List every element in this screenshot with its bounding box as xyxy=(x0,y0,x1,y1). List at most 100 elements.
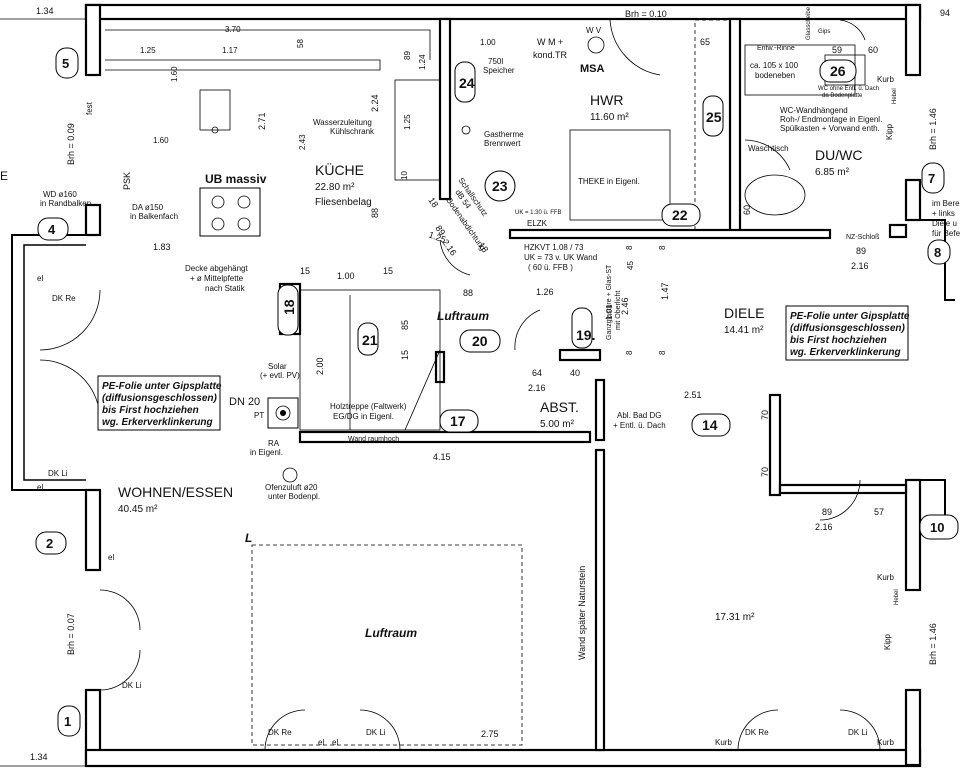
room-floor-kueche: Fliesenbelag xyxy=(315,197,372,208)
svg-text:1.47: 1.47 xyxy=(660,282,670,300)
room-labels: KÜCHE 22.80 m² Fliesenbelag HWR 11.60 m²… xyxy=(118,92,862,640)
svg-text:el: el xyxy=(108,553,114,562)
svg-text:Ofenzuluft ø20: Ofenzuluft ø20 xyxy=(265,483,318,492)
svg-text:18: 18 xyxy=(426,195,440,209)
axis-5: 5 xyxy=(55,47,79,79)
svg-text:fest: fest xyxy=(85,101,94,115)
pe-note-right: PE-Folie unter Gipsplatte (diffusionsges… xyxy=(785,305,910,361)
svg-text:HZKVT 1.08 / 73: HZKVT 1.08 / 73 xyxy=(524,243,584,252)
svg-text:5: 5 xyxy=(62,56,69,71)
marker-25: 25 xyxy=(702,95,724,137)
svg-text:750l: 750l xyxy=(488,57,503,66)
svg-text:+ Entl. ü. Dach: + Entl. ü. Dach xyxy=(613,421,666,430)
svg-text:2: 2 xyxy=(46,536,53,551)
svg-text:18: 18 xyxy=(281,299,297,315)
svg-text:1.25: 1.25 xyxy=(140,46,156,55)
svg-text:NZ-Schloß: NZ-Schloß xyxy=(846,234,879,241)
axis-4: 4 xyxy=(37,217,69,241)
svg-text:E: E xyxy=(0,169,8,183)
svg-text:el: el xyxy=(332,738,338,747)
axis-7: 7 xyxy=(921,162,945,194)
axis-1: 1 xyxy=(57,705,81,737)
svg-text:(+ evtl. PV): (+ evtl. PV) xyxy=(260,371,300,380)
svg-text:Spülkasten + Vorwand enth.: Spülkasten + Vorwand enth. xyxy=(780,124,880,133)
svg-text:64: 64 xyxy=(532,368,542,378)
svg-text:89: 89 xyxy=(403,51,412,60)
svg-text:Brh = 0.10: Brh = 0.10 xyxy=(625,9,667,19)
svg-text:1.17: 1.17 xyxy=(222,46,238,55)
svg-text:89: 89 xyxy=(856,246,866,256)
marker-22: 22 xyxy=(661,203,701,227)
svg-text:1.60: 1.60 xyxy=(170,66,179,82)
room-name-wohnen: WOHNEN/ESSEN xyxy=(118,484,233,500)
svg-text:Diele u: Diele u xyxy=(932,219,957,228)
svg-text:85: 85 xyxy=(400,320,410,330)
svg-text:in Balkenfach: in Balkenfach xyxy=(130,212,178,221)
svg-text:Wand später Naturstein: Wand später Naturstein xyxy=(577,566,587,660)
dim-top-left: 1.34 xyxy=(36,6,54,16)
svg-text:Hebel: Hebel xyxy=(894,589,900,605)
svg-text:2.75: 2.75 xyxy=(481,729,499,739)
svg-text:DA ø150: DA ø150 xyxy=(132,203,164,212)
notes: UB massiv fest PSK WD ø160 in Randbalken… xyxy=(0,6,960,747)
axis-8: 8 xyxy=(927,239,951,265)
svg-text:23: 23 xyxy=(492,178,508,194)
svg-text:88: 88 xyxy=(463,288,473,298)
svg-text:DK Li: DK Li xyxy=(848,728,868,737)
svg-text:wg. Erkerverklinkerung: wg. Erkerverklinkerung xyxy=(790,347,901,358)
svg-text:DN 20: DN 20 xyxy=(229,396,260,408)
marker-26: 26 xyxy=(819,59,857,83)
svg-text:21: 21 xyxy=(362,332,378,348)
dim-bottom-left: 1.34 xyxy=(30,752,48,762)
svg-text:88: 88 xyxy=(370,208,380,218)
svg-text:Brh = 1.46: Brh = 1.46 xyxy=(928,108,938,150)
marker-24: 24 xyxy=(454,61,476,103)
svg-text:Speicher: Speicher xyxy=(483,66,515,75)
svg-text:40: 40 xyxy=(570,368,580,378)
svg-text:58: 58 xyxy=(296,39,305,48)
svg-text:8: 8 xyxy=(625,350,634,355)
svg-text:Brh = 0.09: Brh = 0.09 xyxy=(66,123,76,165)
svg-text:PSK: PSK xyxy=(122,172,132,190)
marker-21: 21 xyxy=(357,322,379,356)
svg-text:el: el xyxy=(37,274,43,283)
svg-text:Holztreppe (Faltwerk): Holztreppe (Faltwerk) xyxy=(330,402,407,411)
svg-text:THEKE in Eigenl.: THEKE in Eigenl. xyxy=(578,177,640,186)
svg-text:1.25: 1.25 xyxy=(403,114,412,130)
svg-text:1: 1 xyxy=(64,714,71,729)
svg-text:PT: PT xyxy=(254,411,264,420)
svg-text:bodeneben: bodeneben xyxy=(755,71,795,80)
room-name-kueche: KÜCHE xyxy=(315,161,364,178)
svg-text:2.16: 2.16 xyxy=(528,383,546,393)
svg-text:ca. 105 x 100: ca. 105 x 100 xyxy=(750,61,799,70)
svg-text:14: 14 xyxy=(702,417,718,433)
svg-text:Solar: Solar xyxy=(268,362,287,371)
svg-text:bis First hochziehen: bis First hochziehen xyxy=(790,335,887,346)
svg-text:2.71: 2.71 xyxy=(257,112,267,130)
svg-text:W M +: W M + xyxy=(537,37,563,47)
svg-text:Brh = 0.07: Brh = 0.07 xyxy=(66,613,76,655)
marker-19: 19. xyxy=(571,307,595,349)
svg-text:2.00: 2.00 xyxy=(315,357,325,375)
svg-text:3.70: 3.70 xyxy=(225,25,241,34)
marker-20: 20 xyxy=(459,329,501,353)
marker-23: 23 xyxy=(484,170,516,202)
svg-text:Kurb: Kurb xyxy=(877,573,894,582)
svg-text:25: 25 xyxy=(706,109,722,125)
room-area-diele: 14.41 m² xyxy=(724,325,764,336)
svg-text:Kipp: Kipp xyxy=(885,123,894,140)
svg-text:59: 59 xyxy=(832,45,842,55)
svg-text:DK Re: DK Re xyxy=(745,728,769,737)
svg-text:1.00: 1.00 xyxy=(337,271,355,281)
svg-text:Glasscheibe: Glasscheibe xyxy=(806,6,812,40)
pe-note-left: PE-Folie unter Gipsplatte (diffusionsges… xyxy=(97,375,222,431)
svg-text:wg. Erkerverklinkerung: wg. Erkerverklinkerung xyxy=(102,417,213,428)
svg-text:Wasserzuleitung: Wasserzuleitung xyxy=(313,118,372,127)
svg-text:2.16: 2.16 xyxy=(815,522,833,532)
svg-text:26: 26 xyxy=(830,63,846,79)
room-name-duwc: DU/WC xyxy=(815,147,862,163)
svg-text:1.00: 1.00 xyxy=(480,38,496,47)
svg-text:Hebel: Hebel xyxy=(892,88,898,104)
svg-text:22: 22 xyxy=(672,207,688,223)
luftraum-upper: Luftraum xyxy=(437,309,489,323)
